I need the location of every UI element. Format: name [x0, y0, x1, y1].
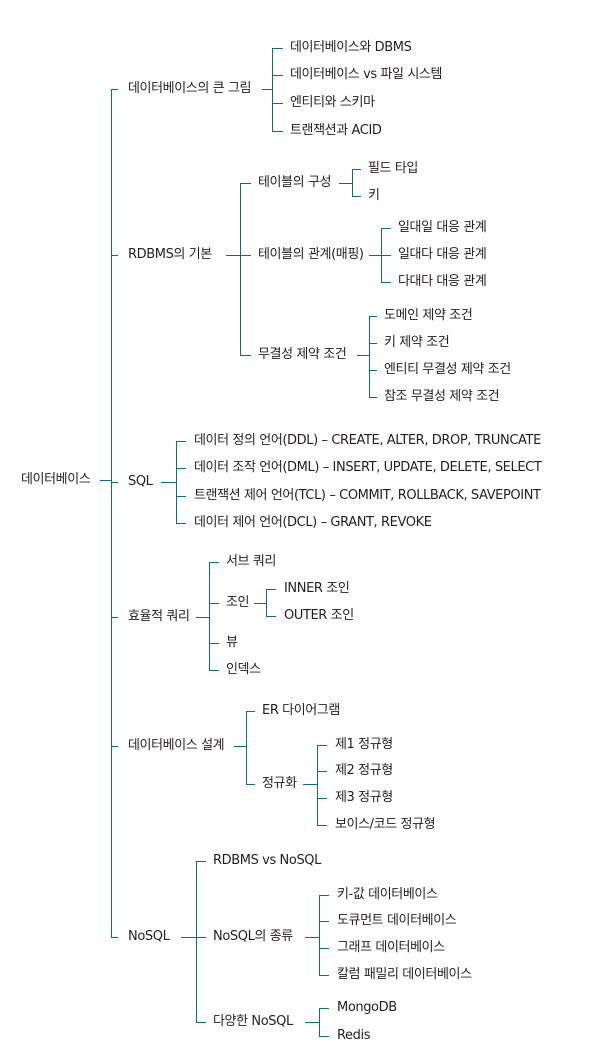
leaf-entity-integrity: 엔티티 무결성 제약 조건 — [384, 362, 511, 377]
leaf-inner-join: INNER 조인 — [284, 581, 350, 596]
leaf-tcl: 트랜잭션 제어 언어(TCL) – COMMIT, ROLLBACK, SAVE… — [194, 488, 541, 503]
leaf-db-and-dbms: 데이터베이스와 DBMS — [290, 40, 412, 55]
branch-efficient-query: 효율적 쿼리 — [128, 609, 190, 624]
leaf-3nf: 제3 정규형 — [335, 790, 393, 805]
leaf-one-to-one: 일대일 대응 관계 — [398, 220, 487, 235]
leaf-key: 키 — [368, 188, 380, 203]
leaf-subquery: 서브 쿼리 — [226, 554, 276, 569]
leaf-column-family-db: 칼럼 패밀리 데이터베이스 — [337, 967, 472, 982]
leaf-index: 인덱스 — [226, 662, 261, 677]
leaf-domain-constraint: 도메인 제약 조건 — [384, 308, 473, 323]
node-various-nosql: 다양한 NoSQL — [213, 1014, 293, 1029]
leaf-ddl: 데이터 정의 언어(DDL) – CREATE, ALTER, DROP, TR… — [194, 433, 541, 448]
branch-sql: SQL — [128, 474, 153, 489]
leaf-bcnf: 보이스/코드 정규형 — [335, 817, 436, 832]
branch-db-design: 데이터베이스 설계 — [128, 738, 225, 753]
leaf-key-constraint: 키 제약 조건 — [384, 335, 450, 350]
leaf-graph-db: 그래프 데이터베이스 — [337, 940, 445, 955]
leaf-referential-integrity: 참조 무결성 제약 조건 — [384, 389, 500, 404]
leaf-dcl: 데이터 제어 언어(DCL) – GRANT, REVOKE — [194, 515, 432, 530]
node-table-structure: 테이블의 구성 — [258, 175, 332, 190]
leaf-db-vs-filesystem: 데이터베이스 vs 파일 시스템 — [290, 67, 443, 82]
leaf-view: 뷰 — [226, 635, 238, 650]
branch-rdbms-basics: RDBMS의 기본 — [128, 247, 212, 262]
leaf-key-value-db: 키-값 데이터베이스 — [337, 887, 438, 902]
root-node: 데이터베이스 — [21, 472, 91, 487]
leaf-mongodb: MongoDB — [337, 1000, 397, 1015]
leaf-one-to-many: 일대다 대응 관계 — [398, 247, 487, 262]
leaf-2nf: 제2 정규형 — [335, 763, 393, 778]
node-table-relations: 테이블의 관계(매핑) — [258, 247, 364, 262]
branch-big-picture: 데이터베이스의 큰 그림 — [128, 81, 252, 96]
branch-nosql: NoSQL — [128, 929, 170, 944]
leaf-er-diagram: ER 다이어그램 — [262, 703, 340, 718]
leaf-rdbms-vs-nosql: RDBMS vs NoSQL — [213, 853, 321, 868]
leaf-many-to-many: 다대다 대응 관계 — [398, 274, 487, 289]
node-join: 조인 — [226, 595, 250, 610]
node-normalization: 정규화 — [262, 776, 297, 791]
leaf-document-db: 도큐먼트 데이터베이스 — [337, 913, 457, 928]
leaf-redis: Redis — [337, 1028, 371, 1043]
leaf-1nf: 제1 정규형 — [335, 737, 393, 752]
leaf-outer-join: OUTER 조인 — [284, 608, 354, 623]
node-nosql-types: NoSQL의 종류 — [213, 929, 293, 944]
leaf-dml: 데이터 조작 언어(DML) – INSERT, UPDATE, DELETE,… — [194, 460, 542, 475]
node-integrity-constraints: 무결성 제약 조건 — [258, 347, 347, 362]
leaf-field-type: 필드 타입 — [368, 161, 418, 176]
leaf-entity-schema: 엔티티와 스키마 — [290, 95, 375, 110]
leaf-transaction-acid: 트랜잭션과 ACID — [290, 123, 382, 138]
